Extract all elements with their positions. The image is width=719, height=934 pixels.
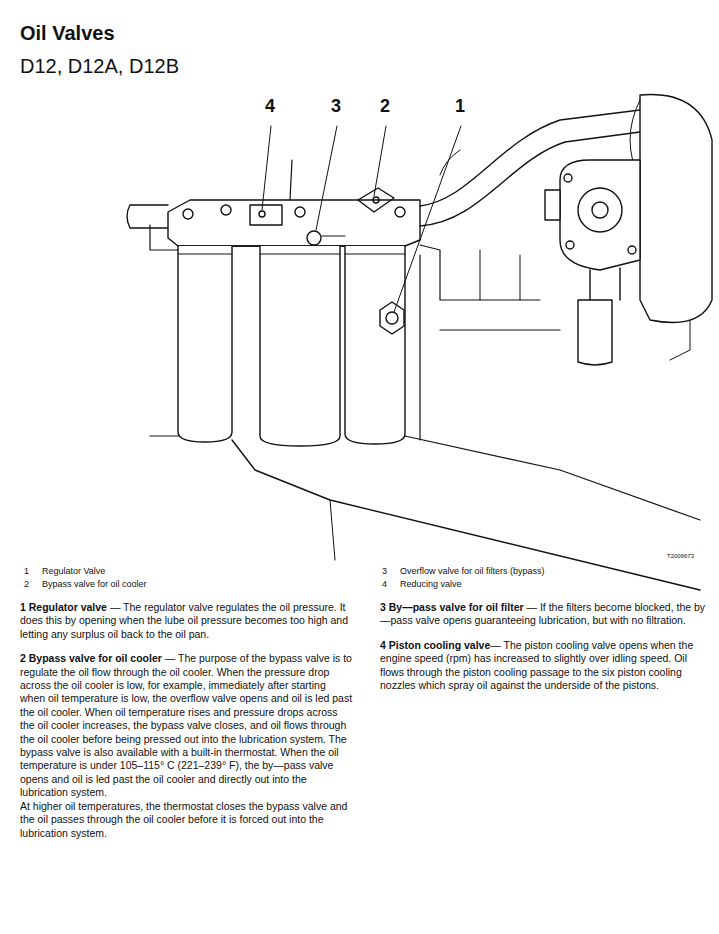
key-text: Bypass valve for oil cooler: [42, 579, 147, 589]
key-number: 1: [24, 566, 29, 576]
figure-code: T2006673: [667, 553, 694, 559]
callout-number: 1: [455, 96, 465, 117]
paragraph-heading: 2 Bypass valve for oil cooler: [20, 652, 162, 664]
key-text: Overflow valve for oil filters (bypass): [400, 566, 545, 576]
key-number: 4: [382, 579, 387, 589]
paragraph-body: — The purpose of the bypass valve is to …: [20, 652, 352, 798]
body-paragraph: 2 Bypass valve for oil cooler— The purpo…: [20, 652, 353, 799]
body-paragraph: At higher oil temperatures, the thermost…: [20, 800, 353, 840]
callout-number: 4: [265, 96, 275, 117]
key-number: 2: [24, 579, 29, 589]
paragraph-heading: 3 By—pass valve for oil filter: [380, 601, 524, 613]
page-title: Oil Valves: [20, 22, 115, 45]
paragraph-heading: 1 Regulator valve: [20, 601, 107, 613]
callout-number: 3: [331, 96, 341, 117]
callout-number: 2: [380, 96, 390, 117]
key-number: 3: [382, 566, 387, 576]
key-text: Reducing valve: [400, 579, 462, 589]
paragraph-body: At higher oil temperatures, the thermost…: [20, 800, 347, 839]
key-text: Regulator Valve: [42, 566, 105, 576]
model-subtitle: D12, D12A, D12B: [20, 55, 179, 78]
paragraph-heading: 4 Piston cooling valve: [380, 639, 490, 651]
body-paragraph: 3 By—pass valve for oil filter— If the f…: [380, 601, 713, 628]
text-column: 1 Regulator valve— The regulator valve r…: [20, 601, 353, 851]
body-paragraph: 1 Regulator valve— The regulator valve r…: [20, 601, 353, 641]
text-column: 3 By—pass valve for oil filter— If the f…: [380, 601, 713, 703]
body-paragraph: 4 Piston cooling valve— The piston cooli…: [380, 639, 713, 693]
